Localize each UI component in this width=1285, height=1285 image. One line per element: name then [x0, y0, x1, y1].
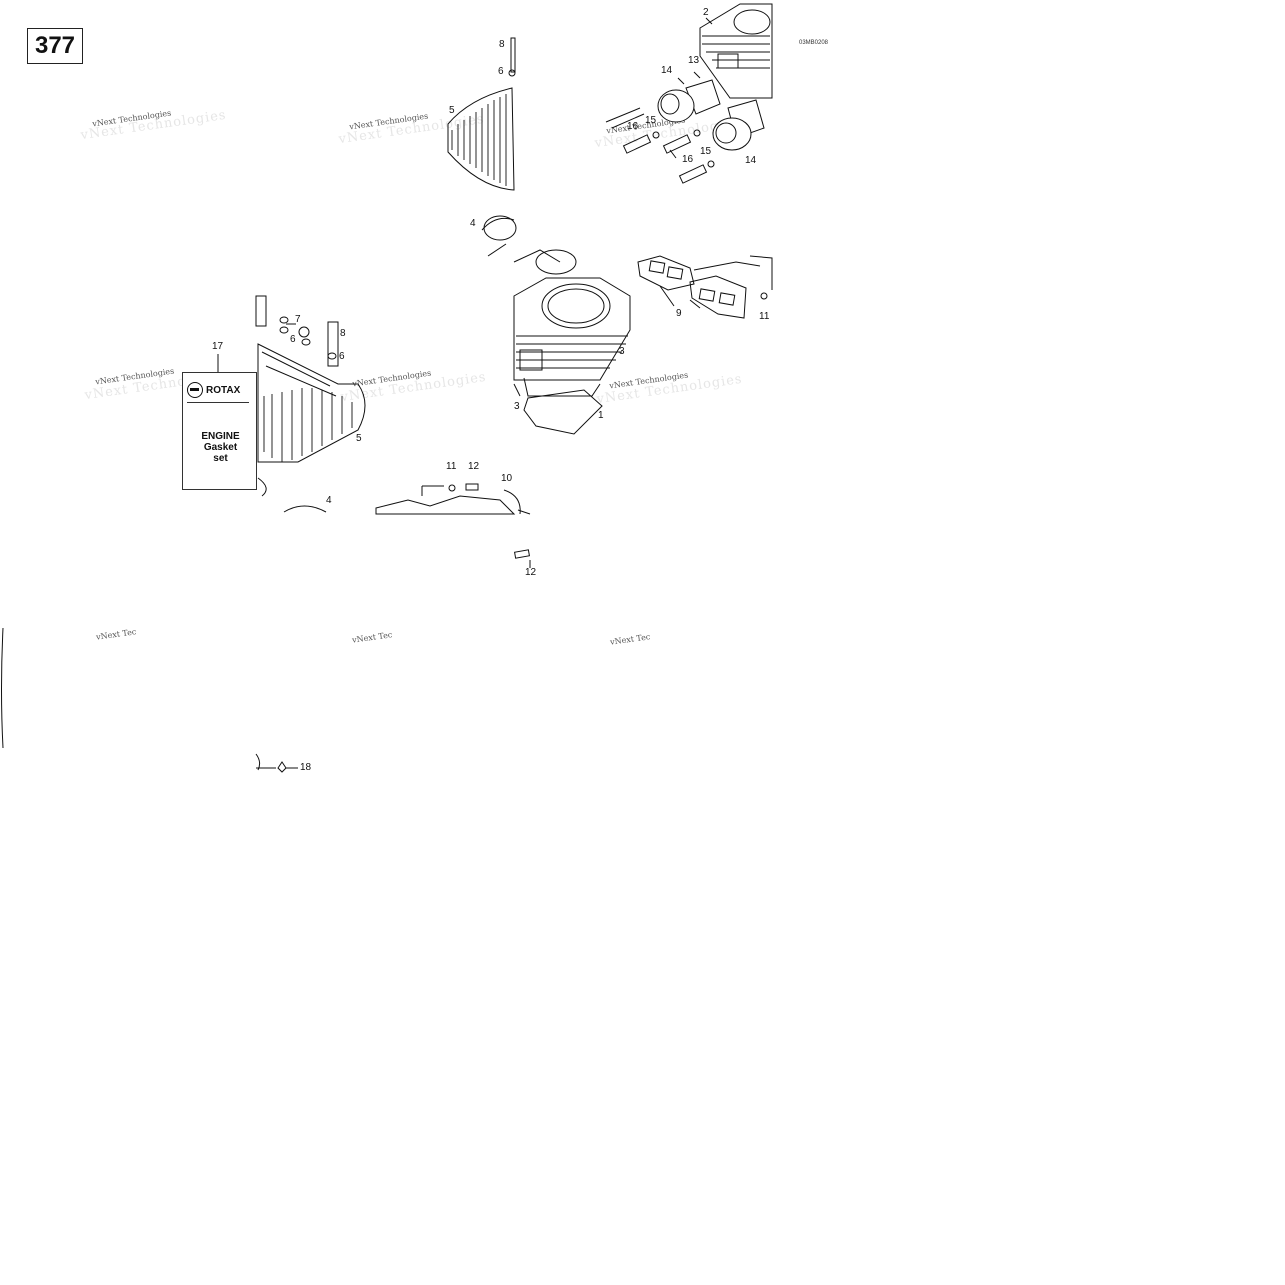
callout-number: 11 — [759, 311, 770, 322]
callout-number: 16 — [627, 121, 639, 132]
cylinder-head-fragment-top — [447, 37, 517, 257]
fitting-18 — [255, 753, 298, 773]
brand-name: ROTAX — [206, 384, 241, 396]
divider — [187, 402, 249, 403]
callout-number: 11 — [446, 461, 457, 472]
callout-number: 17 — [212, 341, 224, 352]
callout-number: 4 — [470, 218, 476, 229]
diagram-ref-code: 03MB0208 — [799, 40, 829, 46]
callout-number: 6 — [339, 351, 345, 362]
callout-number: 6 — [498, 66, 504, 77]
callout-number: 8 — [340, 328, 346, 339]
page-number: 377 — [27, 28, 83, 64]
card-line-3: set — [213, 453, 228, 464]
callout-number: 10 — [501, 473, 513, 484]
callout-number: 15 — [700, 146, 712, 157]
callout-number: 1 — [598, 410, 604, 421]
callout-number: 6 — [290, 334, 296, 345]
callout-number: 3 — [514, 401, 520, 412]
cylinder-head-left — [255, 295, 366, 513]
callout-number: 12 — [525, 567, 537, 578]
callout-number: 14 — [661, 65, 673, 76]
callout-number: 9 — [676, 308, 682, 319]
callout-number: 15 — [645, 115, 657, 126]
rotax-logo-icon — [187, 382, 203, 398]
card-line-1: ENGINE — [201, 431, 240, 442]
callout-number: 5 — [356, 433, 362, 444]
manifold-fragment-bottom — [375, 483, 531, 568]
exhaust-gaskets — [637, 255, 773, 319]
callout-number: 5 — [449, 105, 455, 116]
callout-number: 12 — [468, 461, 480, 472]
callout-number: 14 — [745, 155, 757, 166]
cylinder-middle — [513, 249, 631, 435]
callout-number: 3 — [619, 346, 625, 357]
callout-number: 18 — [300, 762, 312, 773]
callout-number: 2 — [703, 7, 709, 18]
callout-number: 16 — [682, 154, 694, 165]
brand-row: ROTAX — [187, 382, 240, 398]
callout-number: 8 — [499, 39, 505, 50]
cylinder-and-manifolds-top — [605, 3, 773, 184]
card-line-2: Gasket — [203, 442, 238, 453]
callout-number: 13 — [688, 55, 700, 66]
gasket-set-card: ROTAX ENGINE Gasket set — [182, 372, 257, 490]
callout-number: 4 — [326, 495, 332, 506]
page-edge-mark — [1, 627, 4, 749]
callout-number: 7 — [295, 314, 301, 325]
